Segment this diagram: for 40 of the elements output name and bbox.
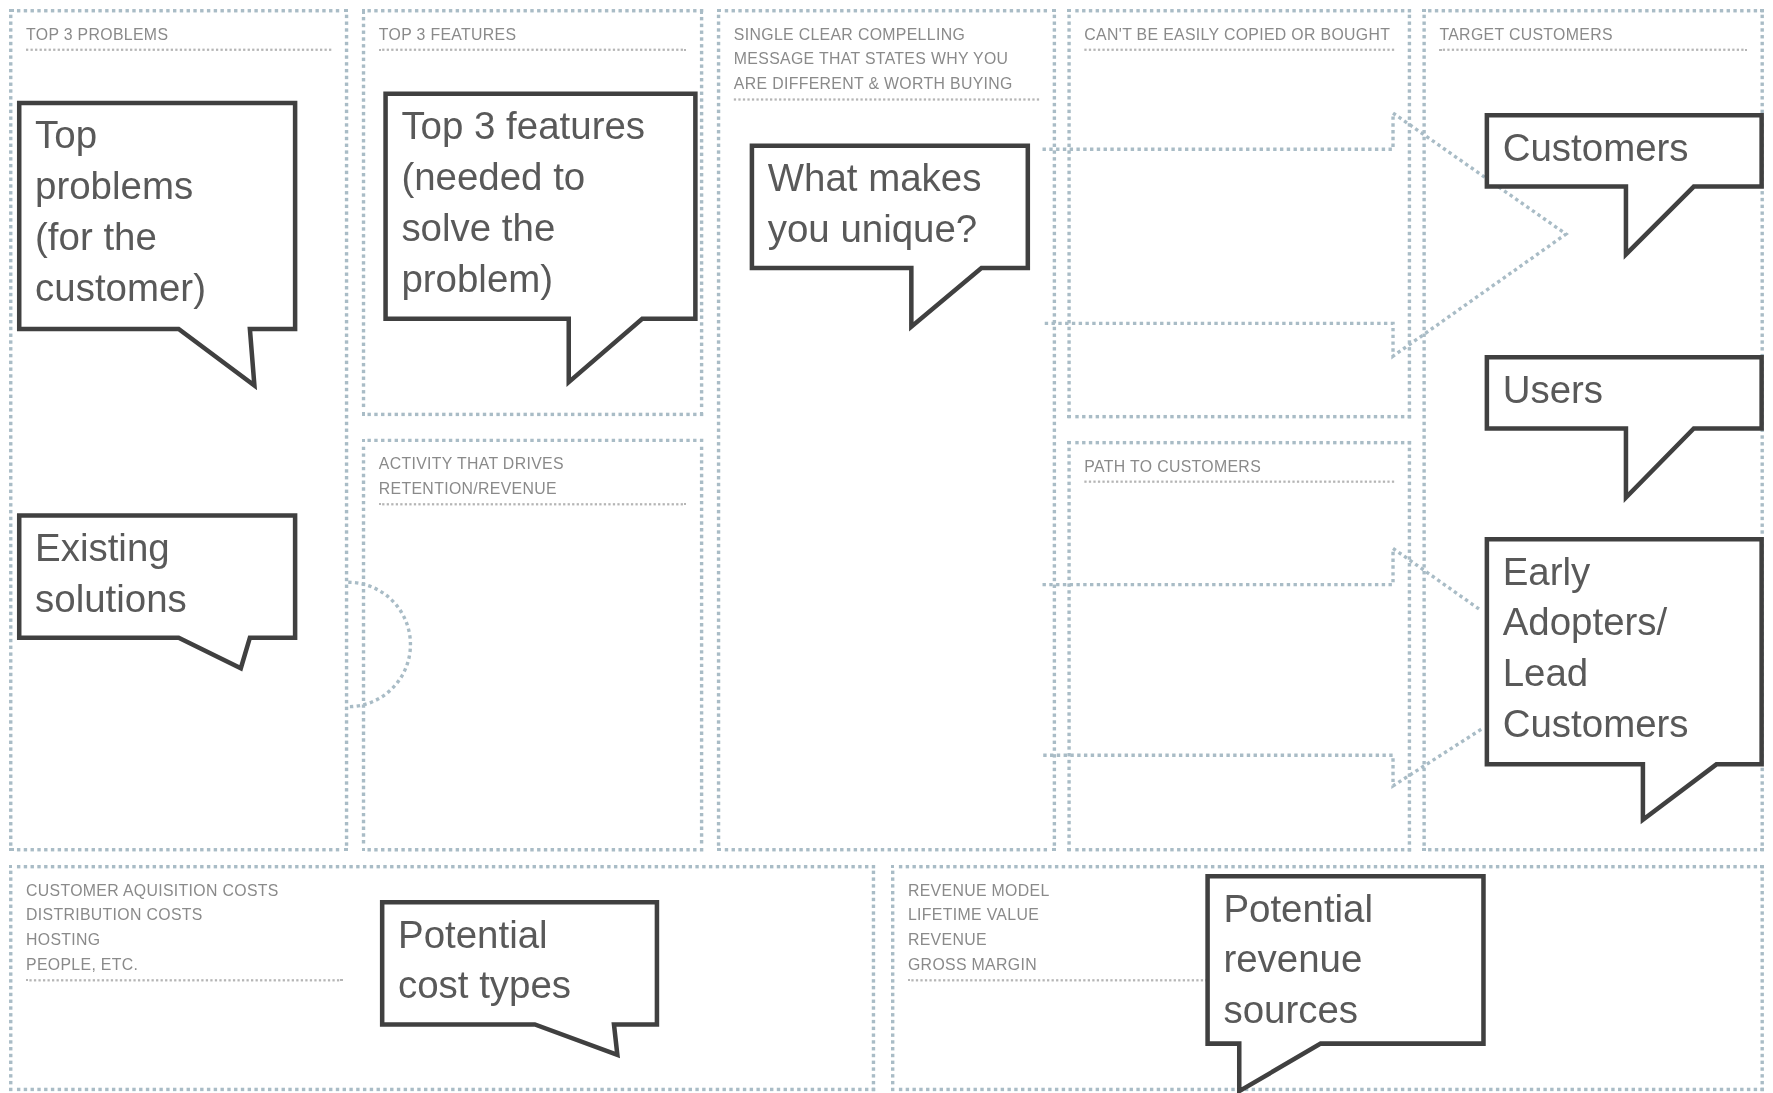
speech-bubble <box>749 143 1031 331</box>
callout-text: Potential cost types <box>398 911 573 1009</box>
section-heading: SINGLE CLEAR COMPELLING MESSAGE THAT STATES WHY YOU ARE DIFFERENT & WORTH BUYING <box>733 23 1014 95</box>
section-heading: DISTRIBUTION COSTS <box>26 904 204 926</box>
callout-text: Customers <box>1502 124 1690 171</box>
section-heading: PATH TO CUSTOMERS <box>1084 455 1263 477</box>
speech-bubble <box>383 91 698 386</box>
section-heading: CAN'T BE EASILY COPIED OR BOUGHT <box>1084 23 1392 45</box>
canvas-section <box>9 9 349 852</box>
speech-bubble <box>1484 355 1764 501</box>
speech-bubble <box>16 513 298 672</box>
speech-bubble <box>16 100 298 389</box>
canvas-section <box>1067 9 1412 419</box>
callout-text: Existing solutions <box>35 524 188 622</box>
speech-bubble <box>1484 113 1764 258</box>
canvas-section <box>9 865 876 1092</box>
speech-bubble <box>1205 874 1486 1093</box>
section-heading: REVENUE MODEL <box>907 879 1051 901</box>
section-heading: PEOPLE, ETC. <box>26 954 140 976</box>
speech-bubble <box>1484 537 1764 824</box>
canvas-section <box>361 438 704 852</box>
canvas-section <box>891 865 1764 1092</box>
callout-text: Potential revenue sources <box>1223 885 1375 1034</box>
section-heading: TOP 3 PROBLEMS <box>26 23 170 45</box>
section-heading: CUSTOMER AQUISITION COSTS <box>26 879 280 901</box>
callout-text: Early Adopters/ Lead Customers <box>1502 548 1690 748</box>
section-heading: TOP 3 FEATURES <box>378 23 518 45</box>
section-heading: REVENUE <box>907 929 988 951</box>
section-heading: HOSTING <box>26 929 102 951</box>
canvas-section <box>361 9 704 417</box>
callout-text: What makes you unique? <box>767 155 983 252</box>
callout-text: Users <box>1502 366 1605 413</box>
callout-text: Top 3 features (needed to solve the problem) <box>401 103 647 302</box>
section-heading: ACTIVITY THAT DRIVES RETENTION/REVENUE <box>378 453 565 500</box>
callout-text: Top problems (for the customer) <box>35 112 207 311</box>
canvas-section <box>1422 9 1764 852</box>
section-heading: TARGET CUSTOMERS <box>1439 23 1614 45</box>
speech-bubble <box>379 900 660 1059</box>
canvas-section <box>1067 440 1412 852</box>
canvas-section <box>716 9 1057 852</box>
